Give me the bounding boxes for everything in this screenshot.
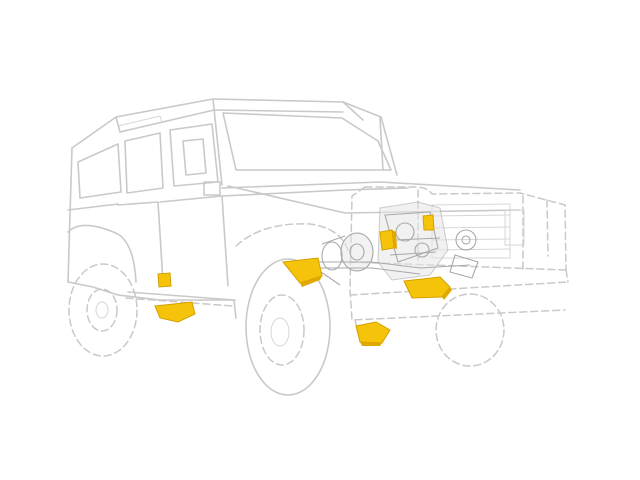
rear-wheel-arch: [67, 224, 137, 283]
side-mirror: [182, 138, 221, 196]
rear-wheel: [68, 263, 138, 357]
far-front-wheel: [435, 293, 505, 367]
front-axle: [300, 235, 471, 286]
front-skid-plate: [403, 276, 452, 300]
cabin-outline: [67, 98, 398, 283]
front-brake-disc: [321, 232, 374, 272]
windscreen: [222, 112, 392, 171]
side-windows: [77, 123, 219, 199]
radiator-guard: [422, 214, 435, 231]
fuel-tank-guard: [154, 301, 196, 323]
front-wheel-arch: [235, 223, 349, 251]
front-axle-guard: [282, 257, 323, 287]
sill: [125, 291, 237, 319]
side-step-guard: [157, 272, 172, 288]
front-wheel: [245, 258, 331, 396]
steering-guard: [379, 229, 397, 251]
bumper-underguard: [355, 321, 391, 346]
